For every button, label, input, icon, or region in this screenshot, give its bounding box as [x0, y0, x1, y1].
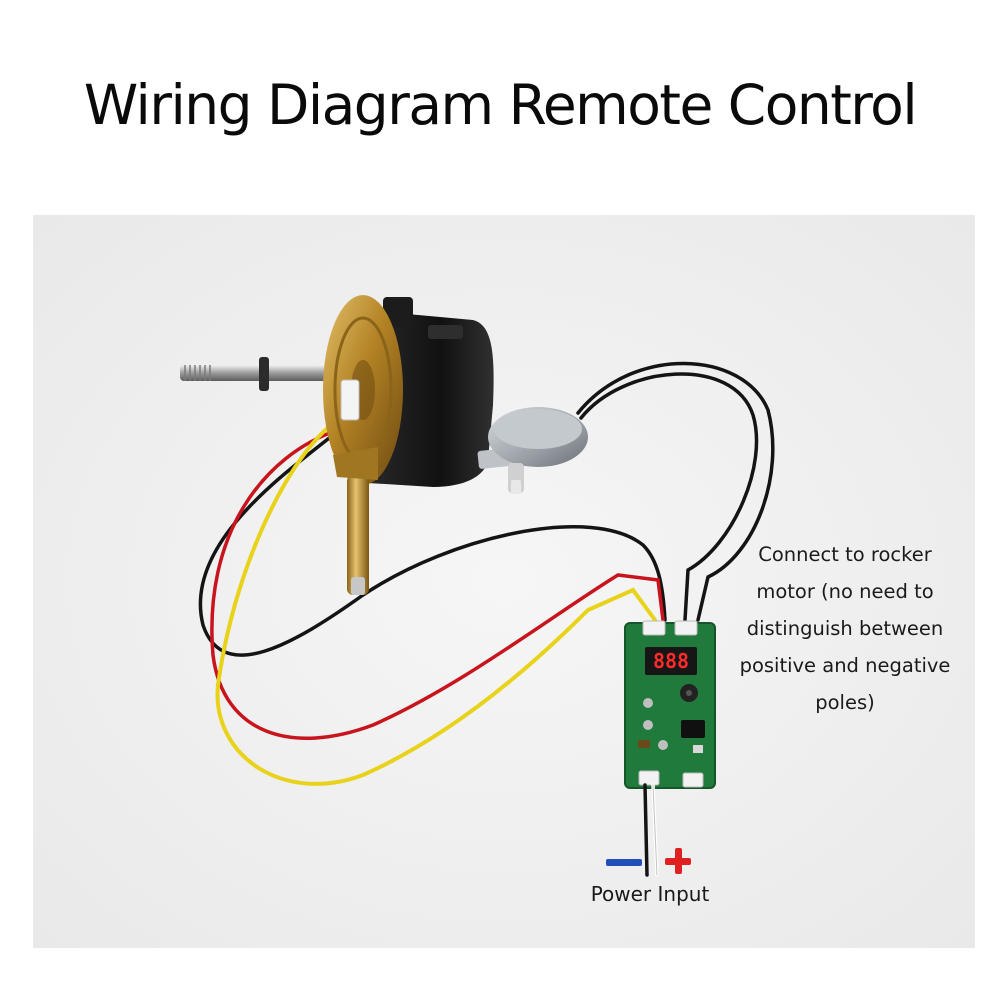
- power-wires: [643, 783, 659, 877]
- annotation-line: poles): [815, 691, 875, 714]
- photo-background: [33, 215, 975, 948]
- annotation-line: distinguish between: [746, 617, 944, 640]
- rocker-motor: [477, 407, 588, 494]
- power-input-label: Power Input: [590, 882, 710, 906]
- annotation-line: motor (no need to: [756, 580, 934, 603]
- led-readout: 888: [653, 649, 689, 673]
- control-board: 888: [624, 620, 716, 789]
- positive-pole-icon: [665, 848, 691, 874]
- page-title: Wiring Diagram Remote Control: [83, 73, 918, 137]
- fan-motor: [323, 295, 494, 595]
- rocker-motor-annotation: Connect to rocker motor (no need to dist…: [722, 536, 968, 721]
- annotation-line: positive and negative: [739, 654, 951, 677]
- motor-yellow-wire: [215, 423, 657, 786]
- annotation-line: Connect to rocker: [758, 543, 932, 566]
- motor-black-wire: [198, 433, 667, 657]
- rocker-wires: [576, 361, 775, 622]
- motor-shaft: [180, 357, 350, 391]
- negative-pole-icon: [606, 859, 642, 866]
- wiring-photo: 888: [33, 215, 975, 948]
- motor-red-wire: [210, 428, 665, 740]
